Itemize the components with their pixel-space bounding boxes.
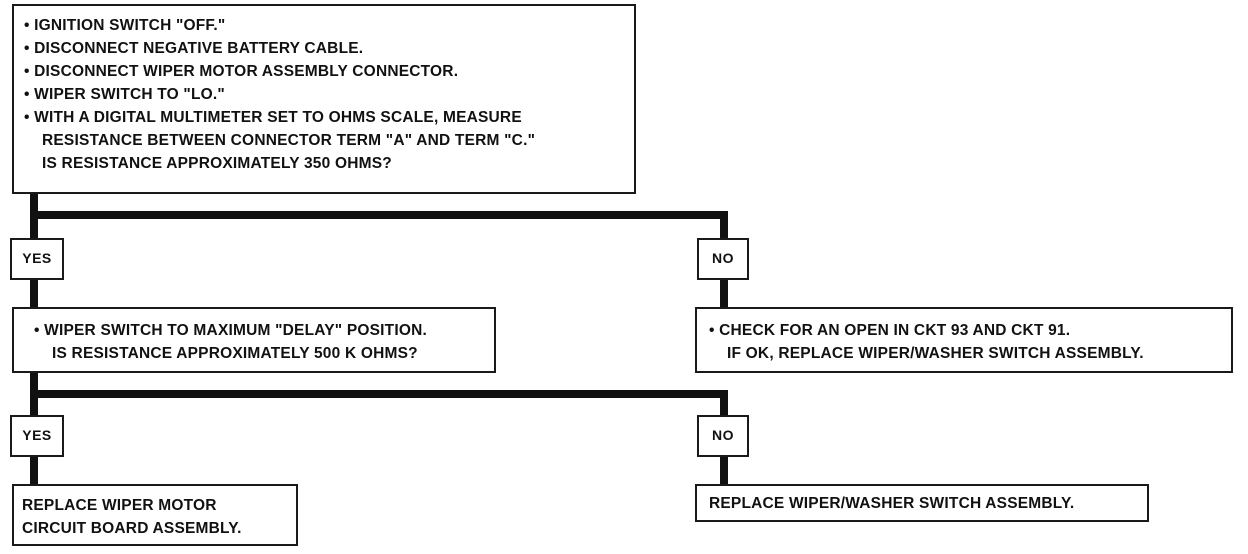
connector-yes2-to-step4 xyxy=(30,457,38,485)
step1-instruction-box: • IGNITION SWITCH "OFF." • DISCONNECT NE… xyxy=(12,4,636,194)
connector-no1-to-step3 xyxy=(720,280,728,308)
step3-line-1: • CHECK FOR AN OPEN IN CKT 93 AND CKT 91… xyxy=(709,322,1071,339)
connector-branch1-horizontal xyxy=(30,211,728,219)
step1-line-6: RESISTANCE BETWEEN CONNECTOR TERM "A" AN… xyxy=(42,132,536,149)
step1-line-3: • DISCONNECT WIPER MOTOR ASSEMBLY CONNEC… xyxy=(24,63,459,80)
step1-line-2: • DISCONNECT NEGATIVE BATTERY CABLE. xyxy=(24,40,364,57)
step1-line-7: IS RESISTANCE APPROXIMATELY 350 OHMS? xyxy=(42,155,392,172)
step2-line-1: • WIPER SWITCH TO MAXIMUM "DELAY" POSITI… xyxy=(34,322,427,339)
step4-result-box: REPLACE WIPER MOTOR CIRCUIT BOARD ASSEMB… xyxy=(12,484,298,546)
step1-line-5: • WITH A DIGITAL MULTIMETER SET TO OHMS … xyxy=(24,109,522,126)
connector-yes1-to-step2 xyxy=(30,280,38,308)
step5-result-box: REPLACE WIPER/WASHER SWITCH ASSEMBLY. xyxy=(695,484,1149,522)
connector-no1-down xyxy=(720,211,728,239)
step4-line-1: REPLACE WIPER MOTOR xyxy=(22,497,217,514)
step3-line-2: IF OK, REPLACE WIPER/WASHER SWITCH ASSEM… xyxy=(727,345,1144,362)
no-label-2: NO xyxy=(697,415,749,457)
step5-line-1: REPLACE WIPER/WASHER SWITCH ASSEMBLY. xyxy=(709,495,1075,512)
no-label-1: NO xyxy=(697,238,749,280)
step1-line-1: • IGNITION SWITCH "OFF." xyxy=(24,17,226,34)
step1-line-4: • WIPER SWITCH TO "LO." xyxy=(24,86,225,103)
step4-line-2: CIRCUIT BOARD ASSEMBLY. xyxy=(22,520,242,537)
yes-label-1: YES xyxy=(10,238,64,280)
yes-label-2: YES xyxy=(10,415,64,457)
step3-instruction-box: • CHECK FOR AN OPEN IN CKT 93 AND CKT 91… xyxy=(695,307,1233,373)
connector-branch2-horizontal xyxy=(30,390,728,398)
connector-no2-to-step5 xyxy=(720,457,728,485)
step2-instruction-box: • WIPER SWITCH TO MAXIMUM "DELAY" POSITI… xyxy=(12,307,496,373)
step2-line-2: IS RESISTANCE APPROXIMATELY 500 K OHMS? xyxy=(52,345,418,362)
connector-no2-down xyxy=(720,390,728,416)
